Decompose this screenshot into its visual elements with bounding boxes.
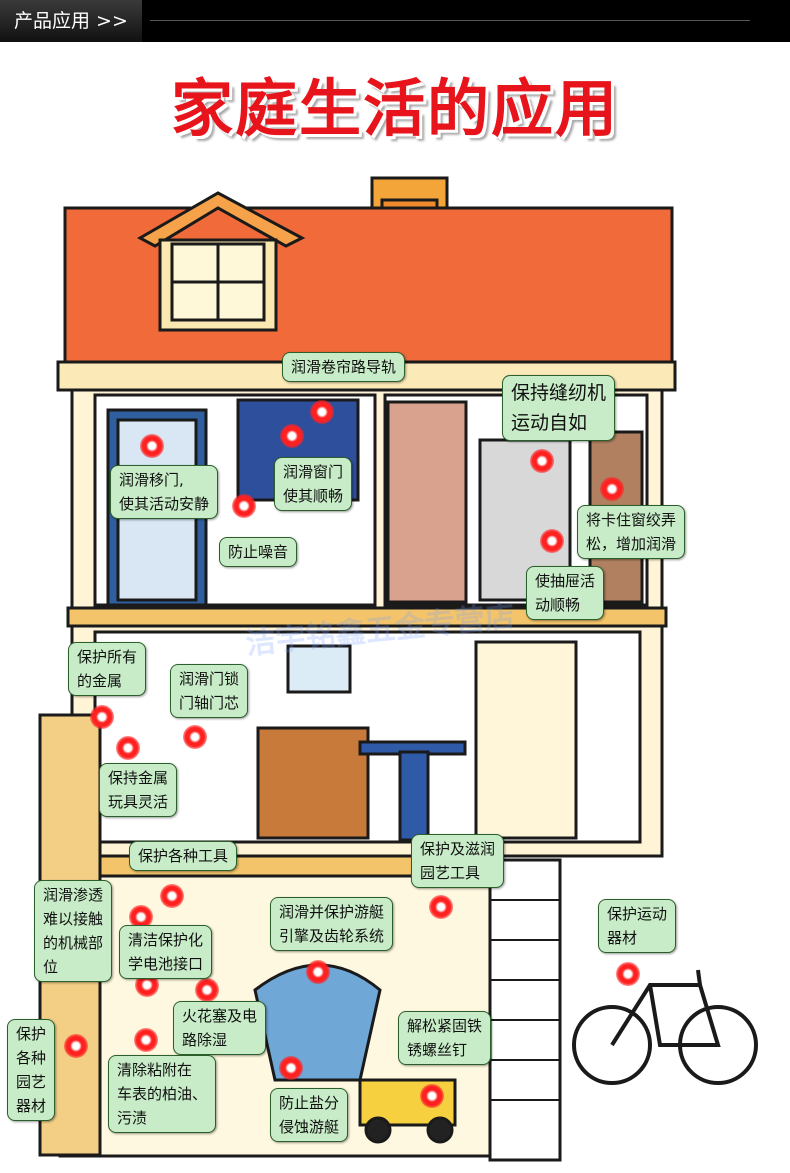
marker-dot bbox=[310, 400, 334, 424]
callout-label: 润滑窗门 使其顺畅 bbox=[274, 457, 353, 511]
callout-label: 防止盐分 侵蚀游艇 bbox=[270, 1088, 349, 1142]
callout-label: 保护及滋润 园艺工具 bbox=[411, 834, 505, 888]
marker-dot bbox=[195, 978, 219, 1002]
page-title: 家庭生活的应用 bbox=[170, 72, 619, 145]
callout-label: 保持缝纫机 运动自如 bbox=[502, 375, 616, 441]
callout-label: 润滑并保护游艇 引擎及齿轮系统 bbox=[270, 897, 394, 951]
callout-label: 保护 各种 园艺 器材 bbox=[7, 1019, 56, 1121]
marker-dot bbox=[134, 1028, 158, 1052]
dresser bbox=[256, 726, 370, 840]
stairs bbox=[488, 858, 562, 1162]
callout-label: 使抽屉活 动顺畅 bbox=[526, 566, 605, 620]
callout-label: 润滑渗透 难以接触 的机械部 位 bbox=[34, 880, 113, 982]
marker-dot bbox=[616, 962, 640, 986]
house-drawing bbox=[38, 176, 758, 1162]
marker-dot bbox=[232, 494, 256, 518]
callout-label: 清除粘附在 车表的柏油、 污渍 bbox=[108, 1055, 217, 1133]
callout-label: 火花塞及电 路除湿 bbox=[173, 1001, 267, 1055]
marker-dot bbox=[420, 1084, 444, 1108]
callout-label: 将卡住窗绞弄 松，增加润滑 bbox=[577, 505, 686, 559]
tv bbox=[286, 644, 352, 694]
section-tab: 产品应用 >> bbox=[0, 0, 142, 42]
callout-label: 保护运动 器材 bbox=[598, 899, 677, 953]
marker-dot bbox=[540, 529, 564, 553]
header-divider bbox=[150, 20, 750, 21]
closet bbox=[474, 640, 578, 840]
marker-dot bbox=[116, 736, 140, 760]
marker-dot bbox=[183, 725, 207, 749]
boat bbox=[253, 963, 382, 1082]
marker-dot bbox=[140, 434, 164, 458]
marker-dot bbox=[600, 477, 624, 501]
callout-label: 润滑移门, 使其活动安静 bbox=[110, 465, 219, 519]
marker-dot bbox=[279, 1056, 303, 1080]
marker-dot bbox=[160, 884, 184, 908]
callout-label: 清洁保护化 学电池接口 bbox=[119, 925, 213, 979]
callout-label: 解松紧固铁 锈螺丝钉 bbox=[398, 1011, 492, 1065]
marker-dot bbox=[306, 960, 330, 984]
callout-label: 保持金属 玩具灵活 bbox=[99, 763, 178, 817]
callout-label: 保护所有 的金属 bbox=[68, 642, 147, 696]
callout-label: 保护各种工具 bbox=[129, 841, 238, 871]
section-header: 产品应用 >> bbox=[0, 0, 790, 42]
bedroom-door bbox=[386, 400, 468, 604]
bicycle bbox=[572, 969, 758, 1085]
callout-label: 润滑门锁 门轴门芯 bbox=[170, 664, 249, 718]
marker-dot bbox=[64, 1034, 88, 1058]
dormer-roof bbox=[136, 191, 306, 248]
marker-dot bbox=[429, 895, 453, 919]
marker-dot bbox=[280, 424, 304, 448]
callout-label: 防止噪音 bbox=[219, 537, 298, 567]
callout-label: 润滑卷帘路导轨 bbox=[282, 352, 406, 382]
marker-dot bbox=[530, 449, 554, 473]
marker-dot bbox=[90, 705, 114, 729]
